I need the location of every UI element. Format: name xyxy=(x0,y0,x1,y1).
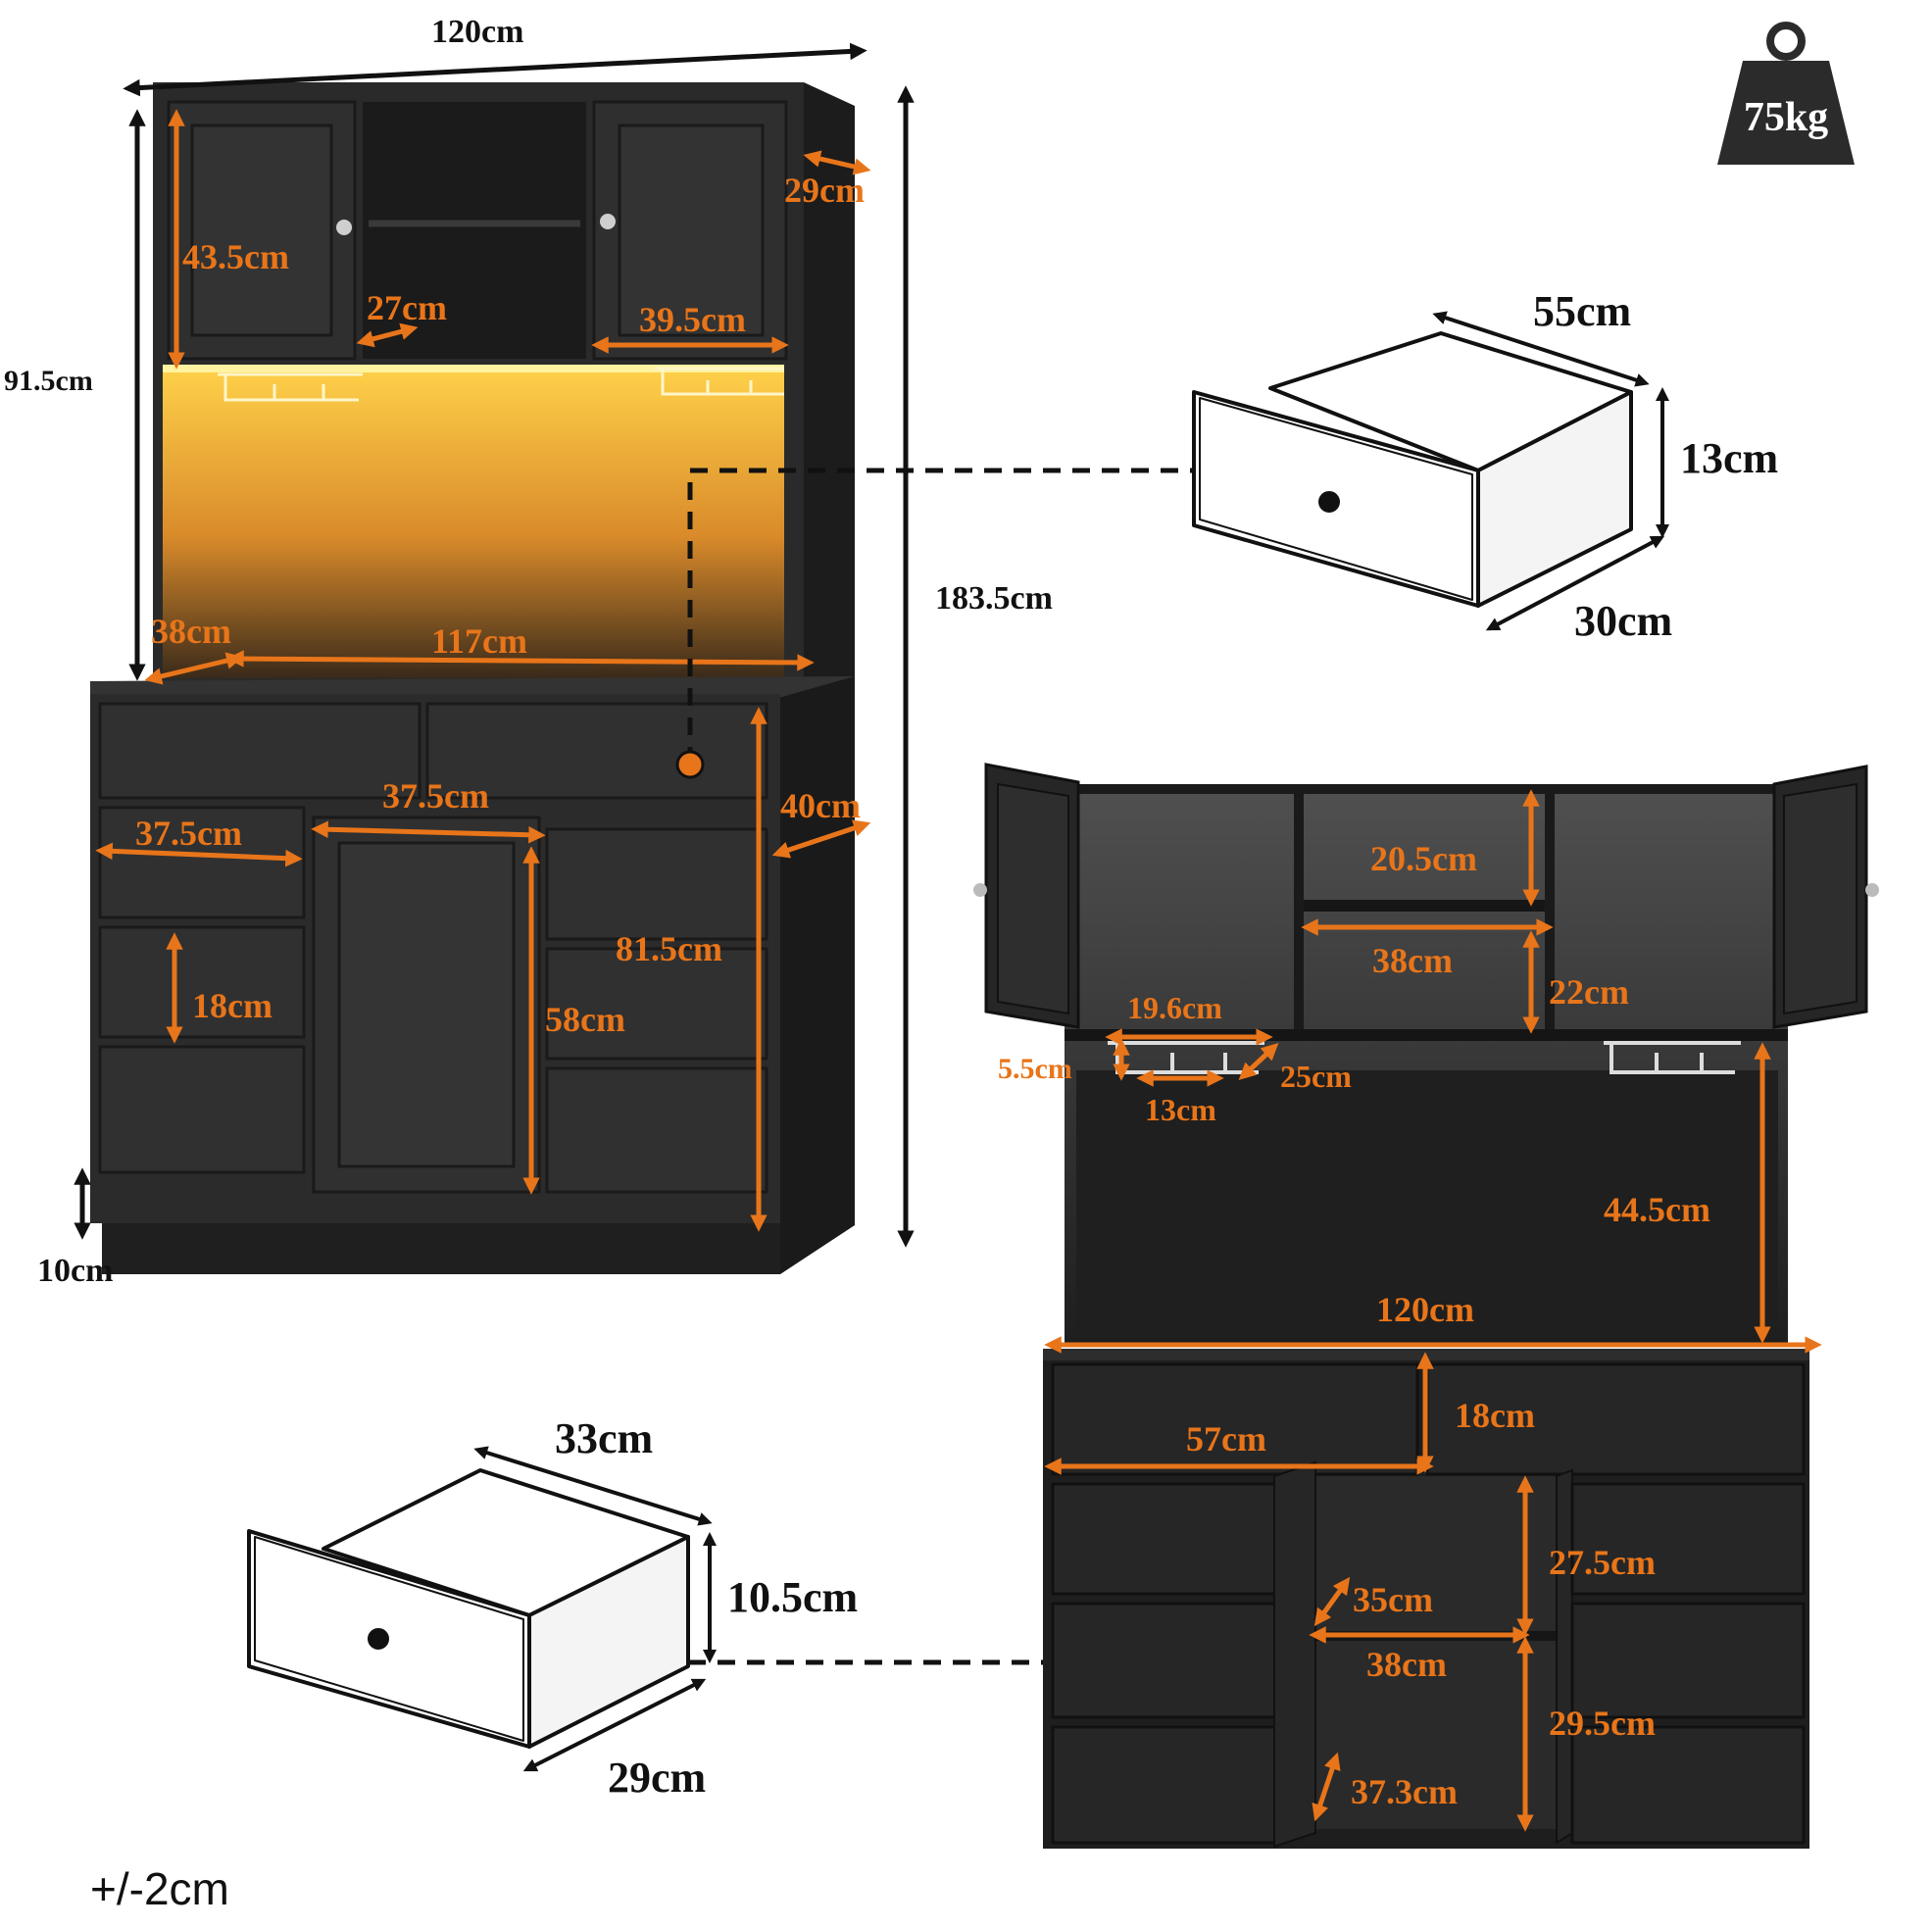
knob xyxy=(336,220,352,235)
depth-counter-label: 38cm xyxy=(151,612,231,651)
shelf-bottom-height-label: 22cm xyxy=(1549,972,1629,1012)
tolerance-note: +/-2cm xyxy=(90,1863,229,1914)
orange-dimension-lines xyxy=(95,109,871,1232)
upper-drawer-height-label: 13cm xyxy=(1680,434,1779,482)
rack-width-label: 19.6cm xyxy=(1127,990,1222,1025)
shelf-top-height-label: 20.5cm xyxy=(1370,839,1477,878)
top-drawer-left xyxy=(98,702,421,800)
open-top-drawer-right xyxy=(1425,1362,1806,1476)
drawer-marker xyxy=(675,750,705,779)
open-shelf-width-label: 27cm xyxy=(367,288,447,327)
cabinet-upper-height-label: 27.5cm xyxy=(1549,1543,1656,1582)
hutch-height-label: 91.5cm xyxy=(4,365,93,397)
counter-width-label: 117cm xyxy=(431,621,527,661)
upper-drawer-diagram xyxy=(1192,331,1633,608)
lower-drawer-depth-label: 29cm xyxy=(608,1754,707,1802)
open-right-drawer-2 xyxy=(1570,1602,1806,1719)
open-base-door-left xyxy=(1273,1460,1316,1849)
rack-depth-label: 25cm xyxy=(1280,1059,1352,1094)
upper-drawer-width-label: 55cm xyxy=(1533,287,1632,335)
drawer-height-label: 18cm xyxy=(192,986,272,1025)
cabinet-shelf-width-label: 38cm xyxy=(1366,1645,1447,1684)
open-top-drawer-left xyxy=(1051,1362,1419,1476)
upper-open-shelf xyxy=(363,102,586,359)
small-drawer-width-label: 37.5cm xyxy=(135,814,242,853)
total-height-label: 183.5cm xyxy=(935,580,1053,617)
open-cabinet xyxy=(973,763,1879,1849)
rack-slot-label: 13cm xyxy=(1145,1092,1216,1127)
black-dimension-lines xyxy=(74,42,915,1248)
cabinet-lower-height-label: 29.5cm xyxy=(1549,1704,1656,1743)
right-drawer-2 xyxy=(545,947,768,1061)
hutch-open-height-label: 44.5cm xyxy=(1604,1190,1710,1229)
open-right-drawer-1 xyxy=(1570,1482,1806,1596)
top-drawer-width-label: 57cm xyxy=(1186,1419,1266,1458)
open-right-drawer-3 xyxy=(1570,1725,1806,1845)
open-left-drawer-3 xyxy=(1051,1725,1282,1845)
open-left-drawer-2 xyxy=(1051,1602,1282,1719)
left-drawer-2 xyxy=(98,925,306,1039)
depth-base-label: 40cm xyxy=(780,786,861,825)
right-drawer-3 xyxy=(545,1066,768,1194)
total-width-label: 120cm xyxy=(1376,1290,1474,1329)
base-height-label: 81.5cm xyxy=(616,929,722,968)
right-drawer-1 xyxy=(545,827,768,941)
cabinet-depth-label: 35cm xyxy=(1353,1580,1433,1619)
weight-icon xyxy=(1717,22,1855,165)
shelf-width-label: 38cm xyxy=(1372,941,1453,980)
weight-label: 75kg xyxy=(1743,95,1829,140)
connector-lines xyxy=(687,468,1194,1665)
hutch-side xyxy=(804,82,855,686)
door-cabinet-width-label: 37.5cm xyxy=(382,776,489,816)
rack-height-label: 5.5cm xyxy=(998,1053,1072,1085)
orange-dimension-lines-open xyxy=(1044,789,1822,1832)
door-height-label: 43.5cm xyxy=(182,237,289,276)
glass-rack-right xyxy=(655,367,784,396)
front-cabinet xyxy=(90,82,855,1274)
open-left-drawer-1 xyxy=(1051,1482,1282,1596)
width-label: 120cm xyxy=(431,14,524,50)
glass-rack-left xyxy=(218,372,363,402)
cabinet-door-depth-label: 37.3cm xyxy=(1351,1772,1458,1811)
led-hutch-area xyxy=(163,365,784,678)
upper-drawer-depth-label: 30cm xyxy=(1574,597,1673,645)
leg-height-label: 10cm xyxy=(37,1253,114,1289)
knob xyxy=(600,214,616,229)
open-base-door-right xyxy=(1556,1468,1573,1845)
top-drawer-right xyxy=(425,702,768,800)
base-door-height-label: 58cm xyxy=(545,1000,625,1039)
door-width-label: 39.5cm xyxy=(639,300,746,339)
lower-drawer-diagram xyxy=(247,1468,690,1749)
left-drawer-3 xyxy=(98,1045,306,1174)
plinth xyxy=(102,1223,780,1274)
lower-drawer-width-label: 33cm xyxy=(555,1414,654,1462)
top-drawer-height-label: 18cm xyxy=(1455,1396,1535,1435)
lower-drawer-height-label: 10.5cm xyxy=(727,1573,859,1621)
depth-top-label: 29cm xyxy=(784,171,865,210)
